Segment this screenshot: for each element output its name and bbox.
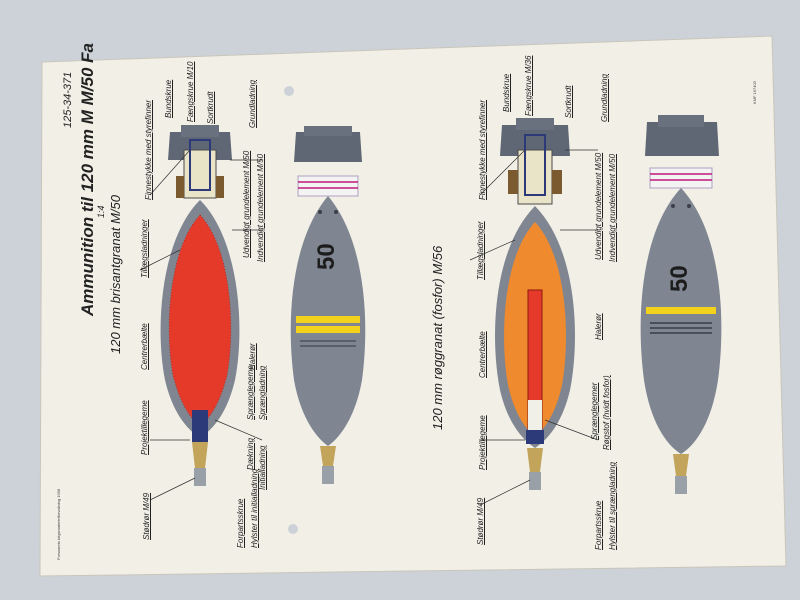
- label-left-bundskrue: Bundskrue: [164, 79, 173, 118]
- label-left-tillaegsladninger: Tillægsladninger: [140, 219, 149, 278]
- label-right-faengskrue: Fængskrue M/36: [524, 55, 533, 116]
- label-right-finnestykke: Finnestykke med styrefinner: [478, 99, 487, 200]
- label-right-stodror: Stødrør M/49: [476, 497, 485, 545]
- smoke-shell-marking: 50: [666, 265, 693, 292]
- smoke-shell-heading: 120 mm røggranat (fosfor) M/56: [430, 245, 445, 430]
- label-left-sortkrudt: Sortkrudt: [206, 91, 215, 124]
- label-left-faengskrue: Fængskrue M/10: [186, 61, 195, 122]
- label-right-tillaegsladninger: Tillægsladninger: [476, 221, 485, 280]
- label-right-rogstof: Røgstof (hvidt fosfor): [602, 375, 611, 450]
- form-code: KMF 167403: [752, 81, 757, 104]
- poster-title: Ammunition til 120 mm M M/50 Fa: [78, 43, 97, 316]
- label-left-forpartsskrue: Forpartsskrue: [236, 498, 245, 548]
- label-left-udvendigt: Udvendigt grundelement M/50: [242, 150, 251, 258]
- smoke-shell-cutaway: [495, 118, 575, 490]
- label-right-centrerbaelte: Centrerbælte: [478, 331, 487, 378]
- label-right-hylster: Hylster til sprængladning: [608, 461, 617, 550]
- label-left-sprengladning: Sprængladning: [258, 365, 267, 420]
- label-right-indvendigt: Indvendigt grundelement M/50: [608, 153, 617, 262]
- label-right-forpartsskrue: Forpartsskrue: [594, 500, 603, 550]
- paper-sheet: [39, 35, 787, 577]
- he-shell-heading: 120 mm brisantgranat M/50: [108, 195, 123, 354]
- label-right-bundskrue: Bundskrue: [502, 73, 511, 112]
- poster-ref-number: 125-34-371: [62, 71, 74, 128]
- punch-hole-top: [284, 86, 294, 96]
- label-left-indvendigt: Indvendigt grundelement M/50: [256, 153, 265, 262]
- label-left-initialladning: Initialladning: [258, 445, 267, 490]
- label-left-projektillegeme: Projektillegeme: [140, 400, 149, 455]
- label-right-halerer: Halerør: [594, 313, 603, 340]
- label-left-centrerbaelte: Centrerbælte: [140, 323, 149, 370]
- label-right-sprenglegemer: Sprænglegemer: [590, 382, 599, 440]
- label-right-grundladning: Grundladning: [600, 73, 609, 122]
- label-left-finnestykke: Finnestykke med styrefinner: [144, 99, 153, 200]
- smoke-shell-exterior: [640, 115, 722, 494]
- punch-hole-bottom: [288, 524, 298, 534]
- leader-lines: [139, 149, 599, 506]
- printer-note: Forsvarets krigsmaterielforvaltning 1958: [56, 488, 61, 560]
- label-left-grundladning: Grundladning: [248, 79, 257, 128]
- label-left-hylster: Hylster til initialladning: [250, 468, 259, 548]
- label-right-projektillegeme: Projektillegeme: [478, 415, 487, 470]
- label-left-stodror: Stødrør M/49: [142, 492, 151, 540]
- label-right-sortkrudt: Sortkrudt: [564, 85, 573, 118]
- he-shell-exterior: [290, 126, 366, 484]
- label-left-sprenglegeme: Sprænglegeme: [246, 365, 255, 420]
- label-left-daekning: Dækning: [246, 437, 255, 470]
- he-shell-cutaway: [160, 125, 240, 486]
- he-shell-marking: 50: [313, 243, 340, 270]
- label-right-udvendigt: Udvendigt grundelement M/50: [594, 152, 603, 260]
- poster-scale: 1:4: [96, 205, 106, 218]
